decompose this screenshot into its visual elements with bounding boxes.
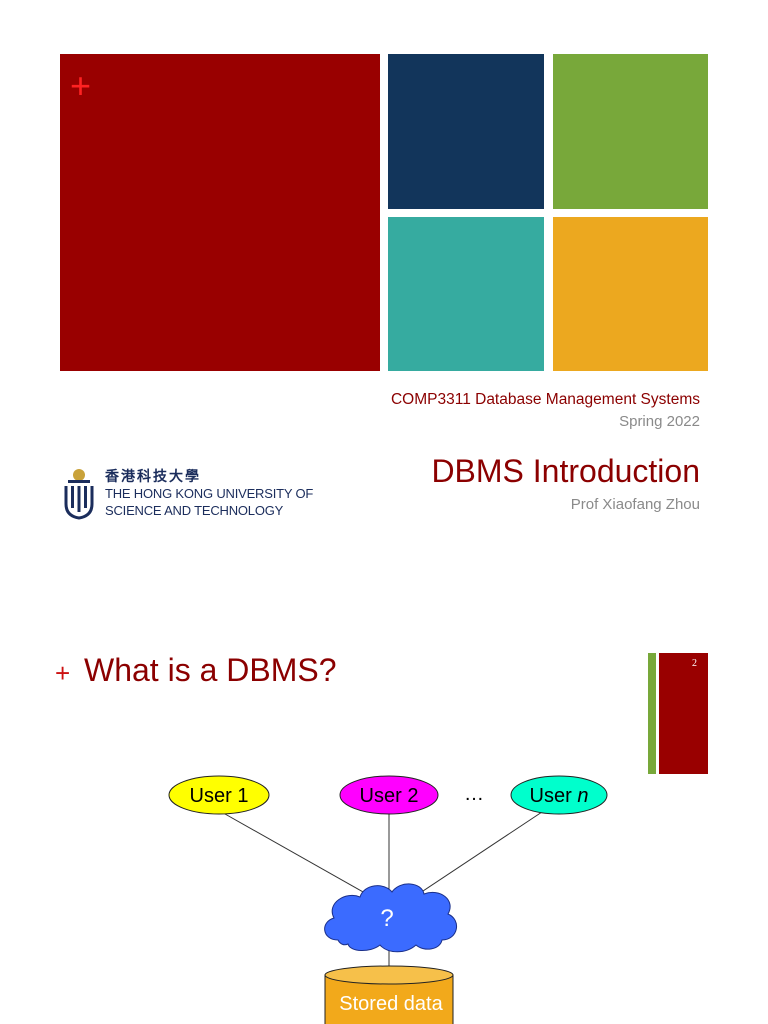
stored-data-label: Stored data <box>339 993 443 1015</box>
hkust-emblem-icon <box>64 469 94 520</box>
title-tile-navy <box>388 54 544 209</box>
course-name: COMP3311 Database Management Systems <box>390 391 700 408</box>
term-label: Spring 2022 <box>619 413 700 430</box>
title-tile-green <box>553 54 708 209</box>
link-user1 <box>217 809 373 898</box>
usern-label: User n <box>530 785 589 807</box>
usern-node <box>510 775 608 815</box>
plus-icon: + <box>70 65 92 106</box>
usern-variable: n <box>577 785 588 807</box>
title-tile-teal <box>388 217 544 371</box>
logo-english-line1: THE HONG KONG UNIVERSITY OF <box>105 486 314 501</box>
slide-title: DBMS Introduction <box>431 453 700 489</box>
cloud-question-mark: ? <box>380 905 393 932</box>
usern-prefix: User <box>530 785 578 807</box>
user1-node <box>168 775 270 815</box>
dbms-diagram: User 1 User 2 … User n ? Stored data <box>168 775 608 1024</box>
title-tile-gold <box>553 217 708 371</box>
page-number: 2 <box>692 658 697 669</box>
plus-icon-small: + <box>55 658 71 688</box>
title-tile-crimson <box>60 54 380 371</box>
user2-node <box>339 775 439 815</box>
slide2-title: What is a DBMS? <box>84 652 337 688</box>
logo-chinese-name: 香港科技大學 <box>105 468 201 484</box>
university-logo: 香港科技大學 THE HONG KONG UNIVERSITY OF SCIEN… <box>60 466 350 526</box>
database-icon <box>324 965 454 1024</box>
link-usern <box>419 809 546 894</box>
accent-bar-green <box>648 653 656 774</box>
ellipsis-text: … <box>464 783 484 805</box>
cloud-shape <box>324 883 457 953</box>
presenter-name: Prof Xiaofang Zhou <box>570 496 700 513</box>
user1-label: User 1 <box>190 785 249 807</box>
user2-label: User 2 <box>360 785 419 807</box>
logo-english-line2: SCIENCE AND TECHNOLOGY <box>105 503 284 518</box>
accent-bar-red <box>659 653 708 774</box>
